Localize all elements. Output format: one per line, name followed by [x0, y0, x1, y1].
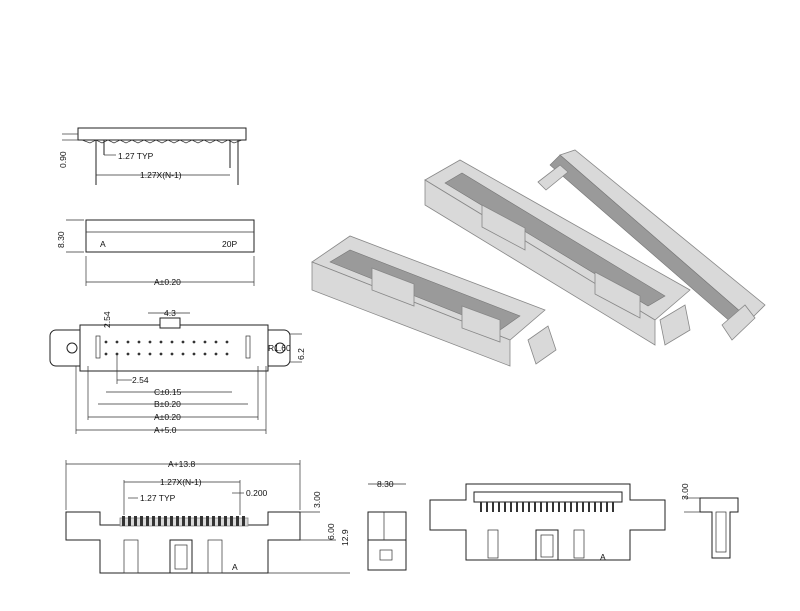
front-view-129-label: 12.9	[340, 529, 350, 546]
front-view-teeth	[122, 516, 245, 526]
side-view-thickness-label: 0.90	[58, 151, 68, 168]
plan-view-height-label: 6.2	[296, 348, 306, 360]
end-view-bottom	[367, 539, 407, 571]
top-view-height-label: 8.30	[56, 231, 66, 248]
small-front-view: A	[429, 483, 666, 562]
front-view-pitch-n-label: 1.27X(N-1)	[160, 477, 202, 487]
top-view-body	[85, 219, 255, 253]
side-view-length-label: 1.27X(N-1)	[140, 170, 182, 180]
front-view-pin-left	[123, 539, 139, 574]
front-view-600-label: 6.00	[326, 523, 336, 540]
connector-3-tab	[537, 164, 569, 191]
front-view-pin1-mark: A	[232, 562, 238, 572]
front-view: A A+13.8 1.27X(N-1) 1.27 TYP 0.200 3.00 …	[65, 459, 350, 574]
front-view-key-slot	[169, 539, 193, 574]
front-view-pin-right	[207, 539, 223, 574]
top-view: A 20P 8.30 A±0.20	[56, 219, 255, 287]
plan-view-pitch-label: 2.54	[132, 375, 149, 385]
side-detail: 3.00	[680, 483, 739, 559]
plan-view-key	[159, 317, 181, 329]
plan-view-hole-left	[66, 342, 78, 354]
plan-view-radius-label: R1.60	[268, 343, 291, 353]
plan-view-a5-label: A+5.0	[154, 425, 177, 435]
plan-view-row-pitch-label: 2.54	[102, 311, 112, 328]
side-detail-outline	[699, 497, 739, 559]
front-view-overall-label: A+13.8	[168, 459, 195, 469]
plan-view-latch-left	[95, 335, 101, 359]
end-view: 8.30	[367, 479, 407, 571]
front-view-tol-label: 0.200	[246, 488, 268, 498]
top-view-pin-count-label: 20P	[222, 239, 237, 249]
front-view-300-label: 3.00	[312, 491, 322, 508]
front-view-pitch-label: 1.27 TYP	[140, 493, 176, 503]
connector-1-front	[311, 261, 511, 367]
plan-view-hole-right	[274, 342, 286, 354]
connector-render-2	[424, 159, 691, 346]
side-detail-dim-label: 3.00	[680, 483, 690, 500]
plan-view-latch-right	[245, 335, 251, 359]
plan-view-b-label: B±0.20	[154, 399, 181, 409]
plan-view: 2.54 4.3 R1.60 6.2 2.54 C±0.15 B±0.20 A±…	[49, 308, 306, 435]
top-view-pin1-label: A	[100, 239, 106, 249]
connector-2-latch	[481, 204, 526, 251]
end-view-top	[367, 511, 407, 541]
plan-view-body	[79, 324, 269, 372]
connector-1-latch	[371, 267, 415, 307]
connector-2-pin-field	[444, 172, 666, 307]
top-view-length-label: A±0.20	[154, 277, 181, 287]
connector-render-1	[311, 235, 557, 367]
small-front-view-teeth	[480, 502, 614, 512]
connector-render-3	[537, 149, 766, 341]
side-view-body	[77, 127, 247, 141]
small-front-view-pin1-mark: A	[600, 552, 606, 562]
plan-view-a-label: A±0.20	[154, 412, 181, 422]
plan-view-key-label: 4.3	[164, 308, 176, 318]
side-view-teeth	[81, 139, 243, 144]
side-view: 0.90 1.27 TYP 1.27X(N-1)	[58, 127, 247, 185]
side-view-pitch-label: 1.27 TYP	[118, 151, 154, 161]
end-view-width-label: 8.30	[377, 479, 394, 489]
plan-view-c-label: C±0.15	[154, 387, 182, 397]
